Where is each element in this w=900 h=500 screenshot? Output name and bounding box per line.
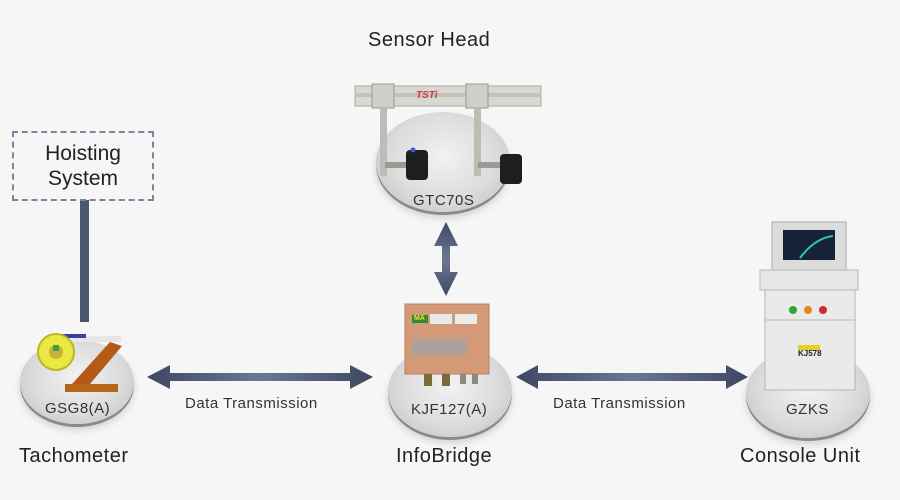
hoisting-link-line xyxy=(80,200,89,322)
sensor-head-title: Sensor Head xyxy=(368,29,491,51)
tachometer-title: Tachometer xyxy=(19,445,129,467)
hoisting-system-box: Hoisting System xyxy=(12,131,154,201)
hoisting-label-line1: Hoisting xyxy=(45,142,121,165)
data-arrow-right xyxy=(516,365,748,389)
edge-label-tacho-infobridge: Data Transmission xyxy=(185,395,318,412)
sensor-model-label: GTC70S xyxy=(413,192,475,209)
infobridge-badge: MA xyxy=(414,315,425,322)
edge-label-infobridge-console: Data Transmission xyxy=(553,395,686,412)
console-model-label: GZKS xyxy=(786,401,829,418)
sensor-probe-right xyxy=(500,154,522,184)
console-screen xyxy=(783,230,835,260)
sensor-probe-left xyxy=(406,150,428,180)
infobridge-title: InfoBridge xyxy=(396,445,493,467)
console-panel-text: KJ578 xyxy=(798,349,822,358)
tachometer-model-label: GSG8(A) xyxy=(45,400,111,417)
infobridge-model-label: KJF127(A) xyxy=(411,401,488,418)
sensor-brand-mark: TSTi xyxy=(416,90,438,101)
sensor-arrow xyxy=(434,222,458,296)
console-title: Console Unit xyxy=(740,445,861,467)
hoisting-label-line2: System xyxy=(47,167,118,190)
data-arrow-left xyxy=(147,365,373,389)
